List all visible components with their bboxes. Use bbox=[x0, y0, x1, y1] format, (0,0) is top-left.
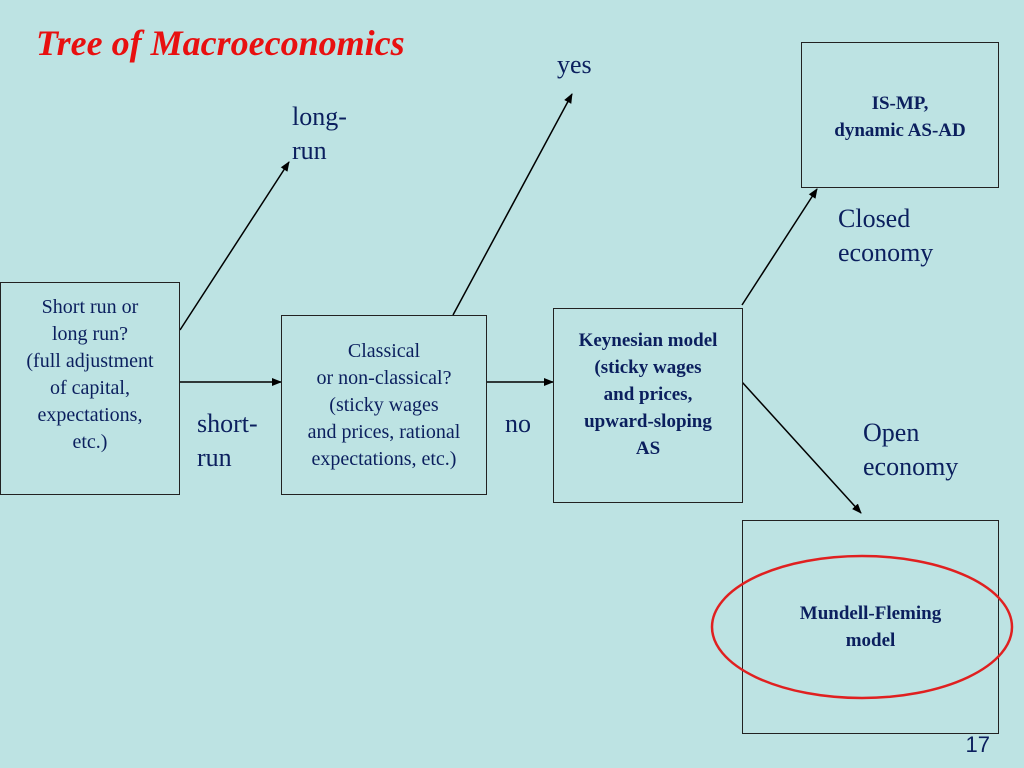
arrow-to-yes bbox=[452, 93, 573, 316]
label-long-run: long- run bbox=[292, 102, 347, 165]
arrow-to-mundell bbox=[741, 381, 862, 514]
label-no: no bbox=[505, 409, 531, 438]
arrow-to-long-run bbox=[179, 161, 290, 331]
label-yes: yes bbox=[557, 50, 592, 79]
box-ismp-dynamic-asad: IS-MP, dynamic AS-AD bbox=[801, 42, 999, 188]
box-classical-or-non-classical: Classical or non-classical? (sticky wage… bbox=[281, 315, 487, 495]
box-keynesian-model: Keynesian model (sticky wages and prices… bbox=[553, 308, 743, 503]
label-open-economy: Open economy bbox=[863, 418, 959, 481]
arrow-to-ismp bbox=[741, 188, 818, 306]
box-short-or-long-run: Short run or long run? (full adjustment … bbox=[0, 282, 180, 495]
page-number: 17 bbox=[965, 732, 990, 757]
label-short-run: short- run bbox=[197, 409, 258, 472]
slide-title: Tree of Macroeconomics bbox=[36, 23, 405, 63]
label-closed-economy: Closed economy bbox=[838, 204, 934, 267]
